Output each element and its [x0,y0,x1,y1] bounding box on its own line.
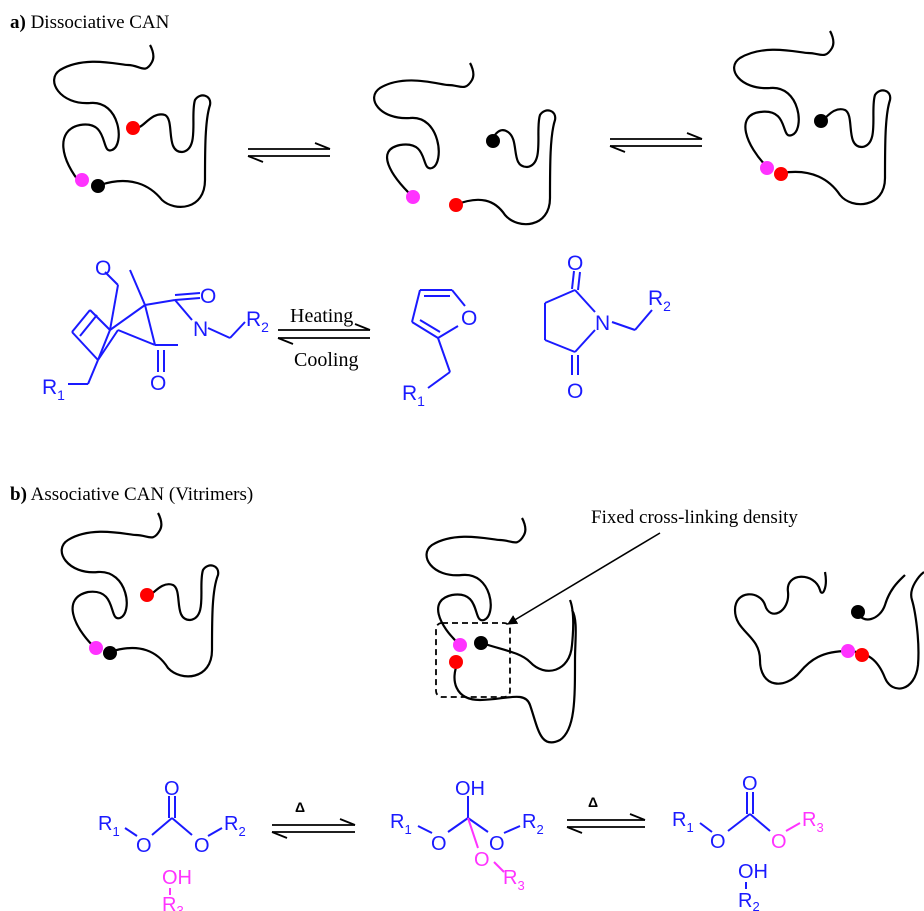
magenta-bead [406,190,420,204]
red-bead [774,167,788,181]
alcohol-hydroxyl: OH [738,861,768,883]
black-bead [486,134,500,148]
alcohol-hydroxyl: OH [162,867,192,889]
magenta-bead [75,173,89,187]
network-b-exchange [425,517,577,744]
substituent-r2: R2 [522,811,544,837]
magenta-bead [841,644,855,658]
section-a-heading: a) Dissociative CAN [10,12,170,33]
substituent-r3: R3 [162,894,184,911]
section-b-heading: b) Associative CAN (Vitrimers) [10,484,253,505]
substituent-r3: R3 [802,809,824,835]
polymer-chain [373,62,557,226]
exchange-equilibrium-2: Δ [566,794,646,834]
section-b-title: Associative CAN (Vitrimers) [27,484,253,505]
crosslink-highlight-box [435,622,511,698]
substituent-r2: R2 [648,287,671,314]
hydroxyl: OH [455,778,485,800]
polymer-chain [53,44,212,208]
alkoxy-oxygen: O [474,849,490,871]
cooling-label: Cooling [294,349,358,371]
retro-diels-alder-equilibrium: Heating Cooling [277,305,371,371]
substituent-r2: R2 [738,890,760,911]
carbonyl-oxygen: O [164,778,180,800]
red-bead [855,648,869,662]
magenta-bead [453,638,467,652]
ester-oxygen: O [136,835,152,857]
red-bead [126,121,140,135]
section-a-title: Dissociative CAN [26,12,170,33]
carbonate-product-labels: R1 O O O R3 OH R2 [672,773,824,911]
substituent-r1: R1 [390,811,412,837]
polymer-chain [733,571,924,690]
red-bead [140,588,154,602]
polymer-chain [60,512,220,678]
carbonyl-oxygen: O [150,372,166,395]
black-bead [814,114,828,128]
substituent-r1: R1 [42,376,65,403]
furan-oxygen: O [461,307,477,330]
equilibrium-arrows [609,132,703,153]
maleimide-molecule [544,270,653,375]
black-bead [474,636,488,650]
network-a-reformed [733,30,892,206]
carbonate-product [699,792,771,833]
heating-label: Heating [290,305,353,327]
black-bead [851,605,865,619]
crosslink-annotation: Fixed cross-linking density [591,507,798,528]
substituent-r1: R1 [402,382,425,409]
ester-oxygen: O [771,831,787,853]
bridge-oxygen: O [95,257,111,280]
carbonate-reactant [124,796,223,837]
imide-nitrogen: N [193,318,208,341]
exchange-equilibrium-1: Δ [271,799,356,839]
ether-oxygen: O [489,833,505,855]
carbonyl-oxygen: O [567,252,583,275]
tetrahedral-intermediate [417,796,521,834]
network-b-initial [60,512,220,678]
ether-oxygen: O [431,833,447,855]
magenta-bead [760,161,774,175]
polymer-chain [425,517,577,744]
furan-labels: O R1 [402,307,477,409]
carbonate-reactant-labels: R1 O O O R2 OH R3 [98,778,246,911]
section-a-letter: a) [10,12,26,33]
diels-alder-adduct [68,269,246,385]
substituent-r1: R1 [98,813,120,839]
ester-oxygen: O [710,831,726,853]
intermediate-labels: R1 O OH O R2 O R3 [390,778,544,893]
ester-bond [785,822,801,832]
alkoxy-bond [467,817,479,849]
heat-symbol: Δ [295,799,305,815]
network-a-dissociated [373,62,557,226]
black-bead [91,179,105,193]
red-bead [449,198,463,212]
network-b-rearranged [733,571,924,690]
furan-molecule [411,289,466,389]
alkoxy-bond [493,861,505,873]
carbonyl-oxygen: O [742,773,758,795]
magenta-bead [89,641,103,655]
substituent-r1: R1 [672,809,694,835]
ester-oxygen: O [194,835,210,857]
imide-nitrogen: N [595,312,610,335]
carbonyl-oxygen: O [567,380,583,403]
section-b-letter: b) [10,484,27,505]
diels-alder-adduct-labels: O O N O R2 R1 [42,257,269,403]
maleimide-labels: O N O R2 [567,252,671,403]
substituent-r2: R2 [246,308,269,335]
heat-symbol: Δ [588,794,598,810]
network-a-crosslinked [53,44,212,208]
polymer-chain [733,30,892,206]
annotation-arrow [507,532,661,625]
substituent-r2: R2 [224,813,246,839]
carbonyl-oxygen: O [200,285,216,308]
black-bead [103,646,117,660]
substituent-r3: R3 [503,867,525,893]
equilibrium-arrows [247,142,331,163]
red-bead [449,655,463,669]
